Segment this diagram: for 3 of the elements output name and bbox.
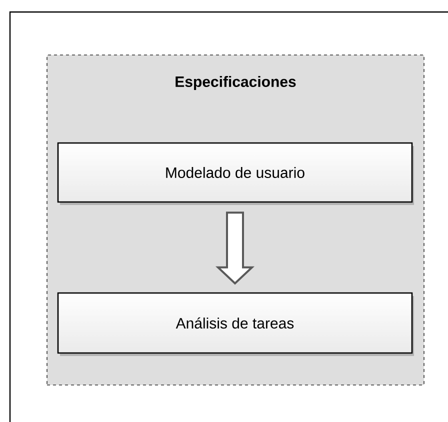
block-arrow [215, 212, 255, 285]
process-box: Análisis de tareas [57, 292, 414, 356]
process-box: Modelado de usuario [57, 142, 414, 205]
